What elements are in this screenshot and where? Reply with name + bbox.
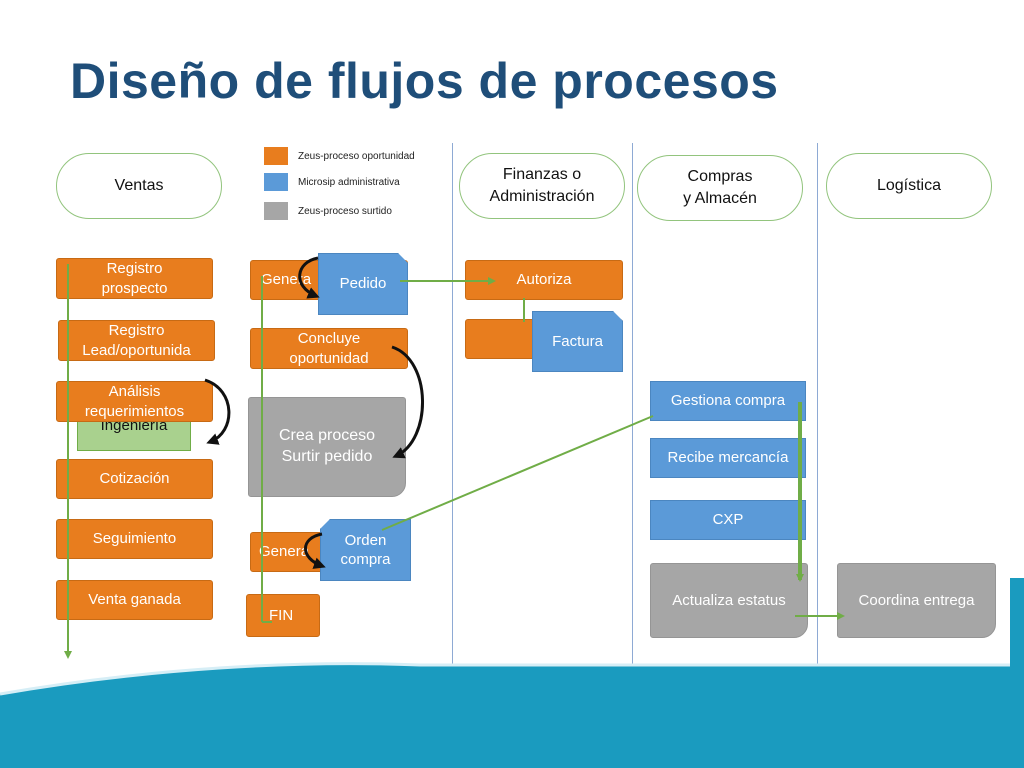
concluye-to-crea-curve <box>391 345 424 459</box>
legend-swatch-blue <box>264 173 288 191</box>
step-concluye-oportunidad: Concluye oportunidad <box>250 328 408 369</box>
step-gestiona-compra: Gestiona compra <box>650 381 806 421</box>
step-actualiza-estatus: Actualiza estatus <box>650 563 808 638</box>
lane-separator <box>632 143 633 668</box>
step-fin: FIN <box>246 594 320 637</box>
step-registro-prospecto: Registro prospecto <box>56 258 213 299</box>
step-crea-proceso: Crea proceso Surtir pedido <box>248 397 406 497</box>
legend-item-oportunidad: Zeus-proceso oportunidad <box>264 147 415 165</box>
step-analisis-requerimientos: Análisis requerimientos <box>56 381 213 422</box>
step-cotizacion: Cotización <box>56 459 213 499</box>
analisis-to-ingenieria-curve <box>204 378 231 445</box>
lane-header-ventas: Ventas <box>56 153 222 219</box>
legend-label: Microsip administrativa <box>298 176 400 188</box>
lane-header-logistica: Logística <box>826 153 992 219</box>
step-orden-compra: Orden compra <box>320 519 411 581</box>
lane-separator <box>452 143 453 668</box>
orden-to-gestiona-arrow <box>381 415 654 531</box>
step-seguimiento: Seguimiento <box>56 519 213 559</box>
step-factura: Factura <box>532 311 623 372</box>
step-cxp: CXP <box>650 500 806 540</box>
step-registro-lead: Registro Lead/oportunida <box>58 320 215 361</box>
page-title: Diseño de flujos de procesos <box>70 53 779 109</box>
legend-label: Zeus-proceso surtido <box>298 205 392 217</box>
step-pedido: Pedido <box>318 253 408 315</box>
lane-header-compras: Compras y Almacén <box>637 155 803 221</box>
step-recibe-mercancia: Recibe mercancía <box>650 438 806 478</box>
genera-to-orden-curve <box>304 532 326 569</box>
lane-separator <box>817 143 818 668</box>
legend-swatch-gray <box>264 202 288 220</box>
legend-label: Zeus-proceso oportunidad <box>298 150 415 162</box>
lane-header-finanzas: Finanzas o Administración <box>459 153 625 219</box>
legend-swatch-orange <box>264 147 288 165</box>
legend-item-microsip: Microsip administrativa <box>264 173 400 191</box>
step-coordina-entrega: Coordina entrega <box>837 563 996 638</box>
step-venta-ganada: Venta ganada <box>56 580 213 620</box>
legend-item-surtido: Zeus-proceso surtido <box>264 202 392 220</box>
genera-to-pedido-curve <box>298 256 320 299</box>
